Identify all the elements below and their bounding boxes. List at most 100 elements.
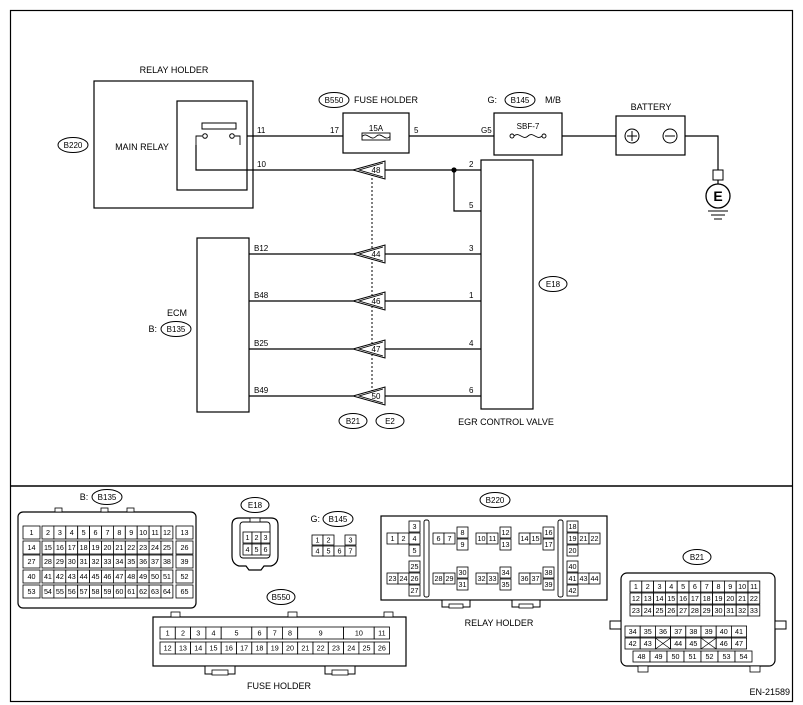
fuse-value: 15A xyxy=(369,124,384,133)
fuse-element-icon xyxy=(361,134,391,139)
connector-pin xyxy=(542,566,555,579)
connector-pin-number: 23 xyxy=(139,543,147,552)
connector-pin-number: 3 xyxy=(196,629,200,638)
connector-pin-number: 37 xyxy=(151,557,159,566)
svg-text:B21: B21 xyxy=(346,417,361,426)
connector-pin-number: 49 xyxy=(655,652,663,661)
svg-text:B220: B220 xyxy=(64,141,83,150)
connector-pin-number: 44 xyxy=(674,639,682,648)
connector-pin-number: 7 xyxy=(105,528,109,537)
sbf-value: SBF-7 xyxy=(517,122,540,131)
connector-pin-number: 40 xyxy=(720,627,728,636)
connector-pin-number: 13 xyxy=(644,594,652,603)
connector-pin-number: 12 xyxy=(164,644,172,653)
connector-pin-number: 15 xyxy=(210,644,218,653)
connector-pin-number: 5 xyxy=(413,546,417,555)
connector-pin-number: 6 xyxy=(257,629,261,638)
connector-pin-number: 37 xyxy=(674,627,682,636)
connector-pin xyxy=(499,578,512,591)
connector-pin-number: 5 xyxy=(327,547,331,556)
connector-pin-number: 30 xyxy=(715,606,723,615)
pin-label: 11 xyxy=(257,126,266,135)
connector-pin xyxy=(486,572,499,585)
connector-pin-number: 1 xyxy=(316,536,320,545)
connector-pin-number: 2 xyxy=(646,582,650,591)
connector-pin-number: 24 xyxy=(400,574,408,583)
b-prefix: B: xyxy=(80,492,89,502)
main-fuse-box: G: B145 M/B SBF-7 xyxy=(487,92,563,156)
connector-pin-number: 3 xyxy=(58,528,62,537)
connector-pin-number: 4 xyxy=(316,547,320,556)
connector-pin xyxy=(499,566,512,579)
connector-pin-number: 39 xyxy=(545,580,553,589)
connector-pin-number: 16 xyxy=(545,528,553,537)
connector-pin-number: 22 xyxy=(591,534,599,543)
connector-pin-number: 22 xyxy=(750,594,758,603)
connector-pin-number: 27 xyxy=(679,606,687,615)
sbf-element-icon xyxy=(513,134,543,138)
connector-pin-number: 5 xyxy=(681,582,685,591)
connector-pin-number: 15 xyxy=(44,543,52,552)
svg-text:44: 44 xyxy=(372,250,381,259)
connector-pin xyxy=(408,520,421,533)
pin-label: B12 xyxy=(254,244,269,253)
connector-pin xyxy=(408,544,421,557)
unused-pin-mark xyxy=(700,637,717,650)
connector-pin xyxy=(731,625,748,638)
pin-label: 10 xyxy=(257,160,266,169)
connector-pin-number: 9 xyxy=(461,540,465,549)
connector-pin xyxy=(344,545,357,557)
connector-pin-number: 1 xyxy=(30,528,34,537)
connector-pin-number: 17 xyxy=(68,543,76,552)
junction-46: 46 xyxy=(351,291,386,311)
connector-pin-number: 48 xyxy=(127,572,135,581)
connector-pin-number: 26 xyxy=(181,543,189,552)
connector-pin-number: 2 xyxy=(255,533,259,542)
connector-pin-number: 10 xyxy=(355,629,363,638)
connector-pin xyxy=(529,532,542,545)
connector-pin-number: 18 xyxy=(569,522,577,531)
connector-pin-number: 35 xyxy=(127,557,135,566)
connector-pin-number: 11 xyxy=(378,629,385,638)
connector-pin xyxy=(747,580,761,593)
connector-pin-number: 52 xyxy=(706,652,714,661)
connector-pin-number: 15 xyxy=(532,534,540,543)
connector-pin-number: 36 xyxy=(521,574,529,583)
connector-pin xyxy=(499,526,512,539)
connector-pin-number: 9 xyxy=(319,629,323,638)
connector-pin xyxy=(175,569,194,584)
connector-pin-number: 10 xyxy=(139,528,147,537)
unused-pin-mark xyxy=(655,637,671,650)
connector-pin-number: 23 xyxy=(389,574,397,583)
connector-pin-number: 26 xyxy=(667,606,675,615)
b145-view-label: B145 xyxy=(329,515,348,524)
connector-pin xyxy=(566,544,579,557)
connector-pin-number: 45 xyxy=(689,639,697,648)
svg-text:46: 46 xyxy=(372,297,381,306)
connector-pin-number: 1 xyxy=(246,533,250,542)
connector-pin-number: 12 xyxy=(502,528,510,537)
connector-pin-number: 41 xyxy=(735,627,743,636)
mb-box xyxy=(493,112,563,156)
connector-pin-number: 6 xyxy=(437,534,441,543)
connector-pin xyxy=(408,560,421,573)
connector-pin-number: 44 xyxy=(80,572,88,581)
connector-pin-number: 23 xyxy=(332,644,340,653)
e18-tag-label: E18 xyxy=(546,280,561,289)
connector-pin-number: 52 xyxy=(181,572,189,581)
b135-view-label: B135 xyxy=(98,493,117,502)
connector-pin xyxy=(566,584,579,597)
document-id: EN-21589 xyxy=(749,687,790,697)
b145-tag xyxy=(504,92,536,108)
connector-pin-number: 20 xyxy=(726,594,734,603)
connector-pin-number: 32 xyxy=(478,574,486,583)
connector-pin xyxy=(588,532,601,545)
connector-pin-number: 29 xyxy=(446,574,454,583)
pin-label: B25 xyxy=(254,339,269,348)
connector-pin-number: 6 xyxy=(264,545,268,554)
connector-pin xyxy=(542,578,555,591)
connector-pin-number: 4 xyxy=(246,545,250,554)
connector-pin-number: 12 xyxy=(163,528,171,537)
